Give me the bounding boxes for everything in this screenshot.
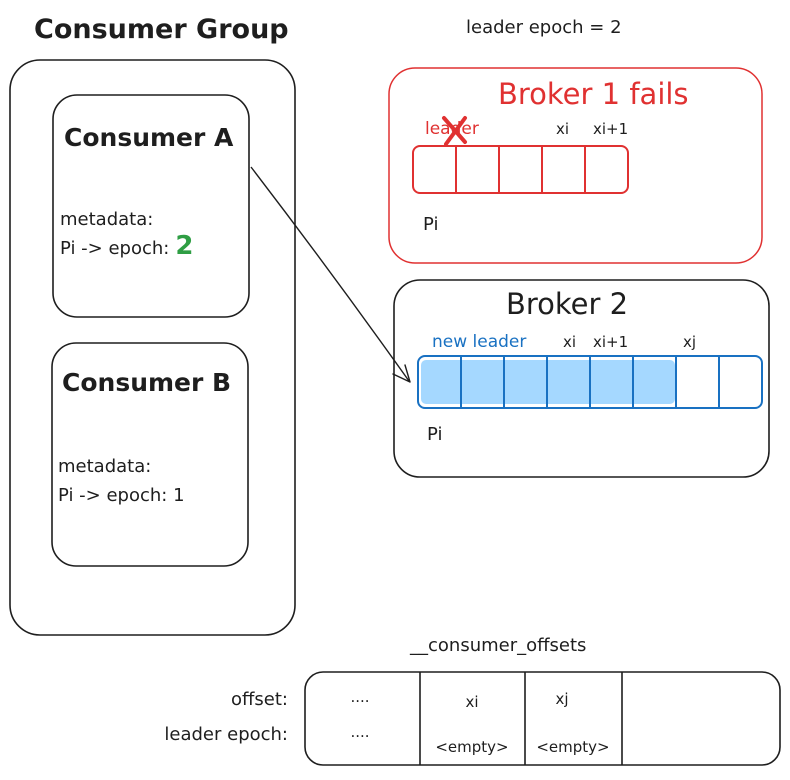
- failed-leader-x-icon: [442, 116, 467, 146]
- leader-epoch-note: leader epoch = 2: [466, 17, 622, 38]
- consumer-b-metadata-label: metadata:: [58, 456, 151, 477]
- offsets-table-title: __consumer_offsets: [409, 635, 586, 656]
- consumer-group-title: Consumer Group: [34, 14, 289, 45]
- broker2-partition-label: Pi: [427, 424, 442, 445]
- offsets-cell-offset: xj: [555, 690, 568, 708]
- offsets-cell-epoch: ....: [350, 723, 369, 741]
- broker1-xi1-label: xi+1: [593, 120, 628, 138]
- broker2-xi-label: xi: [563, 333, 576, 351]
- offsets-cell-epoch: <empty>: [435, 738, 508, 756]
- fetch-arrow: [250, 166, 411, 383]
- offsets-cell-offset: xi: [465, 693, 478, 711]
- consumer-a-title: Consumer A: [64, 123, 234, 152]
- broker1-log: [412, 145, 629, 194]
- consumer-b-epoch-line: Pi -> epoch: 1: [58, 485, 185, 506]
- consumer-a-epoch-value: 2: [175, 231, 193, 261]
- broker2-log: [417, 355, 763, 409]
- consumer-b-title: Consumer B: [62, 368, 231, 397]
- broker2-xj-label: xj: [683, 333, 696, 351]
- offsets-row-label-epoch: leader epoch:: [164, 724, 288, 745]
- broker2-log-frame: [417, 355, 763, 409]
- broker1-box: [388, 67, 763, 264]
- broker1-log-frame: [412, 145, 629, 194]
- consumer-a-box: [52, 94, 250, 318]
- consumer-a-metadata-label: metadata:: [60, 209, 153, 230]
- broker2-new-leader-label: new leader: [432, 332, 526, 352]
- broker2-box: [393, 279, 770, 478]
- consumer-b-box: [51, 342, 249, 567]
- broker2-title: Broker 2: [506, 287, 628, 321]
- offsets-table-box: [304, 671, 781, 766]
- offsets-row-label-offset: offset:: [231, 689, 288, 710]
- broker2-xi1-label: xi+1: [593, 333, 628, 351]
- broker1-partition-label: Pi: [423, 214, 438, 235]
- broker1-xi-label: xi: [556, 120, 569, 138]
- offsets-cell-offset: ....: [350, 688, 369, 706]
- consumer-a-epoch-prefix: Pi -> epoch:: [60, 238, 169, 259]
- consumer-a-epoch-line: Pi -> epoch: 2: [60, 231, 193, 261]
- offsets-cell-epoch: <empty>: [536, 738, 609, 756]
- consumer-group-box: [9, 59, 296, 636]
- broker1-title: Broker 1 fails: [498, 77, 689, 111]
